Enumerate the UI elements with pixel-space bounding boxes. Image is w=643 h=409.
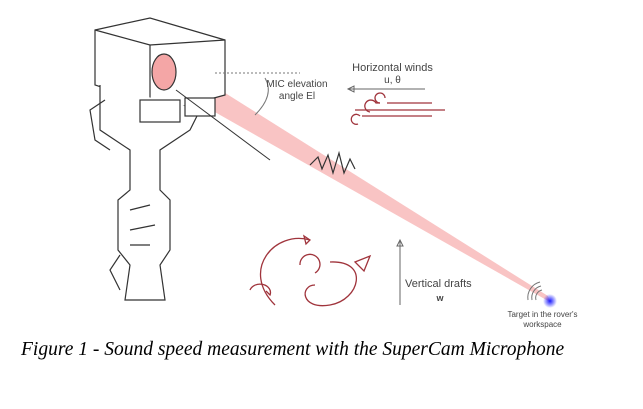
wind-icon <box>350 92 445 125</box>
mic-elevation-label: MIC elevation angle El <box>266 79 328 102</box>
diagram <box>89 17 557 308</box>
supercam-mast <box>89 17 226 301</box>
sound-source-icon <box>527 281 543 301</box>
vertical-drafts-var: w <box>436 293 444 303</box>
horizontal-winds-label: Horizontal winds <box>352 62 433 74</box>
vertical-drafts-label: Vertical drafts <box>405 278 472 290</box>
target-label: Target in the rover's workspace <box>507 310 578 329</box>
target-marker <box>543 294 557 308</box>
sound-wave-icon <box>309 150 356 176</box>
figure-caption: Figure 1 - Sound speed measurement with … <box>21 339 565 360</box>
elevation-arc <box>254 77 269 116</box>
turbulence-icon <box>249 234 372 307</box>
acoustic-beam <box>160 52 550 302</box>
horizontal-winds-vars: u, θ <box>384 75 401 86</box>
